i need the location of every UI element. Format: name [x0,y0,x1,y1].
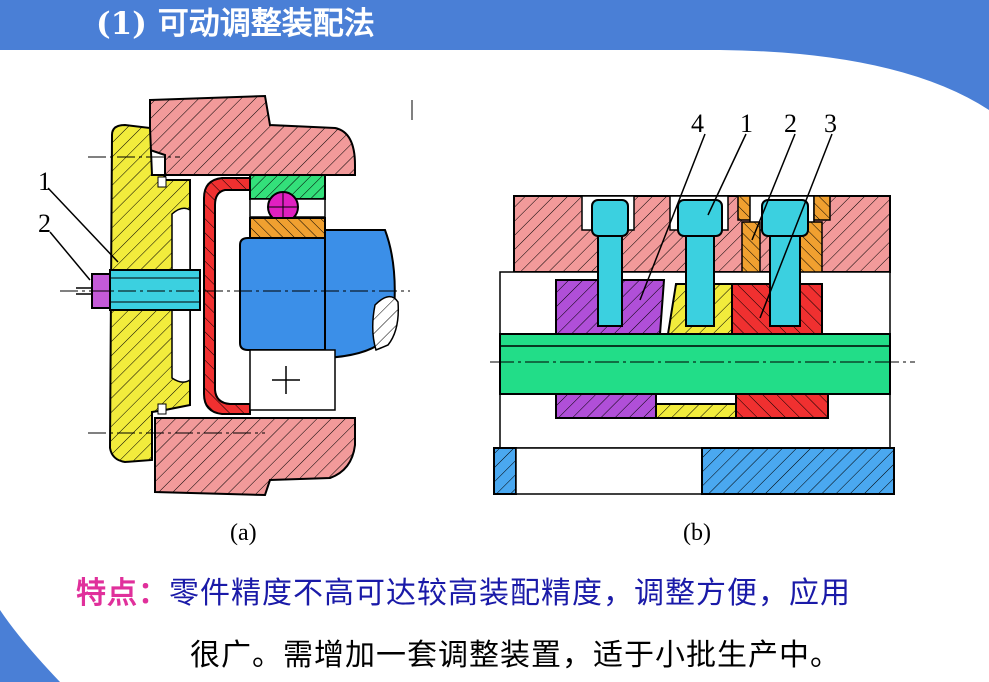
figure-b-drawing [490,133,915,495]
figure-a-label-2: 2 [38,209,51,238]
figure-a-drawing [47,94,413,497]
feature-label: 特点： [76,576,169,611]
feature-text-1: 零件精度不高可达较高装配精度，调整方便，应用 [169,576,851,611]
figure-b-label-4: 4 [691,109,704,138]
screw-right [761,199,809,327]
figure-b-label-2: 2 [784,109,797,138]
figure-a-labels: 1 2 [38,167,51,238]
figure-a-caption: (a) [230,520,257,546]
figure-b-caption: (b) [683,520,711,546]
screw-left [591,199,629,327]
figure-b-label-3: 3 [824,109,837,138]
figure-a-label-1: 1 [38,167,51,196]
screw-middle [677,199,723,327]
figure-b-label-1: 1 [740,109,753,138]
figure-b-labels: 4 1 2 3 [691,109,837,138]
feature-line-1: 特点：零件精度不高可达较高装配精度，调整方便，应用 [76,568,851,612]
slide-title: (1) 可动调整装配法 [96,6,375,42]
feature-text-2: 很广。需增加一套调整装置，适于小批生产中。 [190,638,841,673]
